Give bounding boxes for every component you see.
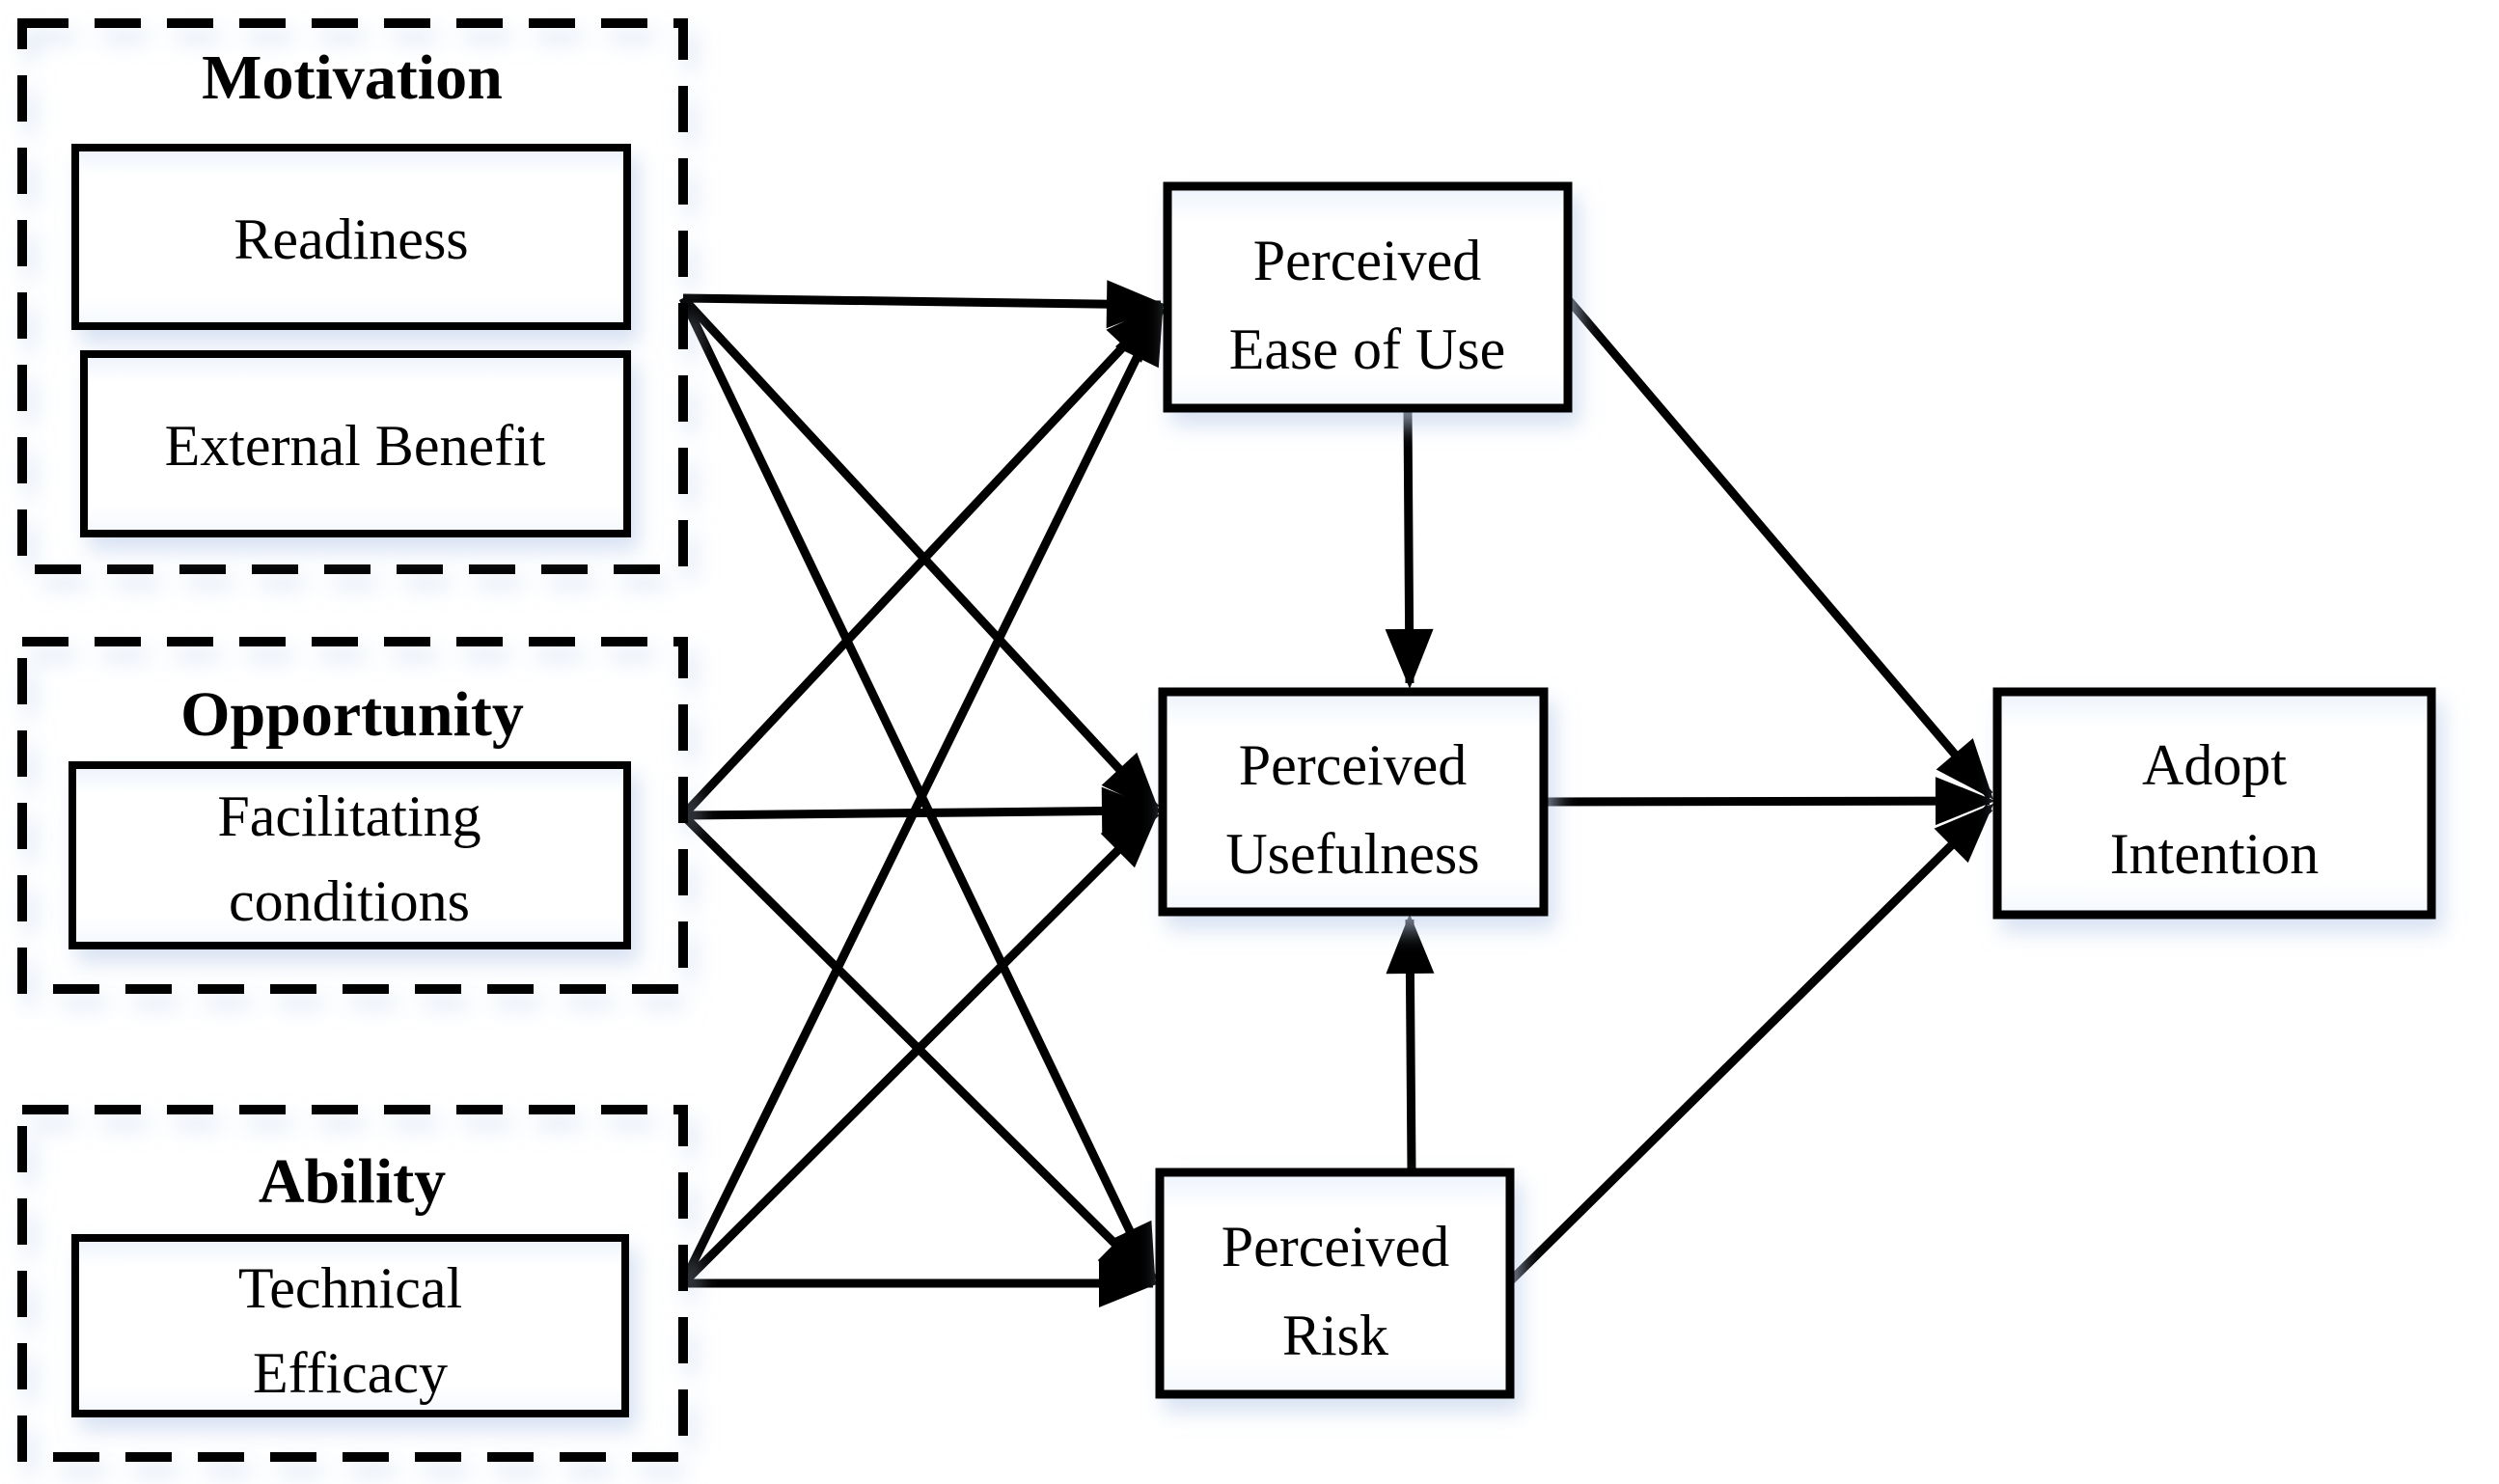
group-motivation-border [17, 18, 688, 574]
adopt-intention-label-line1: Adopt [2142, 733, 2287, 797]
edge-perceived-ease-of-use-to-adopt-intention [1564, 296, 1993, 800]
perceived-ease-of-use-label-line1: Perceived [1253, 229, 1482, 292]
group-opportunity-border [17, 637, 688, 994]
edge-opportunity-to-perceived-ease-of-use [679, 302, 1166, 819]
readiness-label: Readiness [233, 207, 468, 271]
node-perceived-ease-of-use: Perceived Ease of Use [1163, 181, 1573, 413]
node-adopt-intention: Adopt Intention [1992, 687, 2436, 920]
node-perceived-risk: Perceived Risk [1155, 1168, 1515, 1399]
edge-perceived-usefulness-to-adopt-intention [1543, 777, 1995, 826]
facilitating-conditions-label-line1: Facilitating [217, 784, 481, 848]
technical-efficacy-label-line1: Technical [238, 1256, 462, 1320]
edge-perceived-ease-of-use-to-perceived-usefulness [1385, 408, 1434, 689]
edge-ability-to-perceived-usefulness [679, 808, 1161, 1287]
perceived-ease-of-use-label-line2: Ease of Use [1229, 317, 1506, 381]
external-benefit-box [80, 350, 631, 537]
group-ability-border [17, 1105, 688, 1462]
facilitating-conditions-label-line2: conditions [229, 869, 470, 933]
node-perceived-usefulness: Perceived Usefulness [1158, 687, 1549, 917]
perceived-ease-of-use-box [1163, 181, 1573, 413]
group-ability: Ability Technical Efficacy [17, 1105, 688, 1462]
edges-layer [678, 280, 1995, 1307]
edge-opportunity-to-perceived-usefulness [682, 786, 1162, 836]
group-opportunity-title: Opportunity [180, 679, 524, 750]
adopt-intention-label-line2: Intention [2110, 822, 2320, 886]
edge-perceived-risk-to-perceived-usefulness [1386, 914, 1435, 1171]
perceived-risk-box [1155, 1168, 1515, 1399]
edge-perceived-risk-to-adopt-intention [1506, 803, 1994, 1285]
perceived-risk-label-line1: Perceived [1222, 1215, 1450, 1278]
readiness-box [71, 144, 631, 330]
group-motivation: Motivation Readiness External Benefit [17, 18, 688, 574]
perceived-usefulness-label-line2: Usefulness [1225, 822, 1479, 886]
perceived-usefulness-label-line1: Perceived [1239, 733, 1468, 797]
edge-motivation-to-perceived-ease-of-use [682, 280, 1167, 329]
perceived-usefulness-box [1158, 687, 1549, 917]
perceived-risk-label-line2: Risk [1282, 1304, 1388, 1367]
group-ability-title: Ability [259, 1146, 446, 1217]
technical-efficacy-label-line2: Efficacy [253, 1341, 448, 1405]
edge-motivation-to-perceived-usefulness [679, 294, 1161, 813]
external-benefit-label: External Benefit [165, 414, 546, 478]
technical-efficacy-box [71, 1234, 629, 1417]
adopt-intention-box [1992, 687, 2436, 920]
group-opportunity: Opportunity Facilitating conditions [17, 637, 688, 994]
group-motivation-title: Motivation [202, 42, 503, 113]
edge-motivation-to-perceived-risk [678, 296, 1158, 1285]
facilitating-conditions-box [69, 761, 631, 949]
edge-ability-to-perceived-ease-of-use [678, 303, 1166, 1285]
